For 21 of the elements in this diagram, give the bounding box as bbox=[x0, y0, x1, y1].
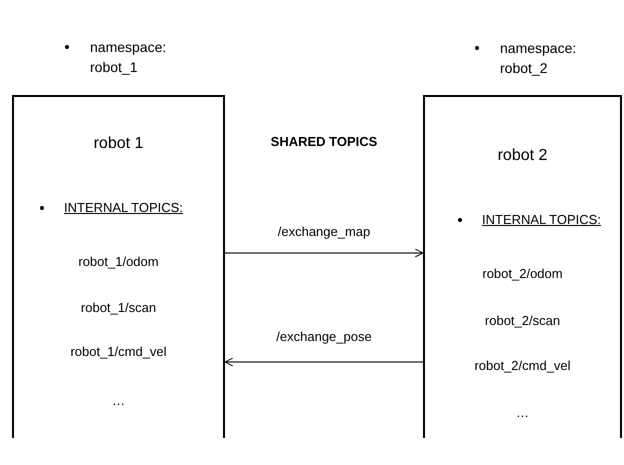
topic-name: robot_2/cmd_vel bbox=[473, 358, 572, 373]
topic-name: robot_1/scan bbox=[80, 300, 158, 315]
edge-label: /exchange_pose bbox=[276, 329, 372, 344]
topic-name: robot_2/odom bbox=[481, 266, 564, 281]
section-heading: SHARED TOPICS bbox=[270, 134, 378, 149]
arrow bbox=[224, 248, 424, 258]
namespace-note: namespace: robot_1 bbox=[90, 38, 168, 77]
robot-box bbox=[12, 95, 225, 438]
section-heading: INTERNAL TOPICS: bbox=[64, 200, 183, 215]
topic-name: robot_1/odom bbox=[77, 254, 160, 269]
box-title: robot 1 bbox=[92, 135, 144, 153]
topic-name: … bbox=[515, 405, 530, 420]
box-title: robot 2 bbox=[496, 147, 548, 165]
topic-name: robot_2/scan bbox=[484, 313, 562, 328]
namespace-note: namespace: robot_2 bbox=[500, 39, 578, 78]
topic-name: … bbox=[111, 393, 126, 408]
robot-box bbox=[423, 95, 622, 438]
section-heading: INTERNAL TOPICS: bbox=[482, 212, 601, 227]
arrow bbox=[224, 358, 424, 366]
edge-label: /exchange_map bbox=[278, 224, 370, 239]
topic-name: robot_1/cmd_vel bbox=[69, 344, 168, 359]
